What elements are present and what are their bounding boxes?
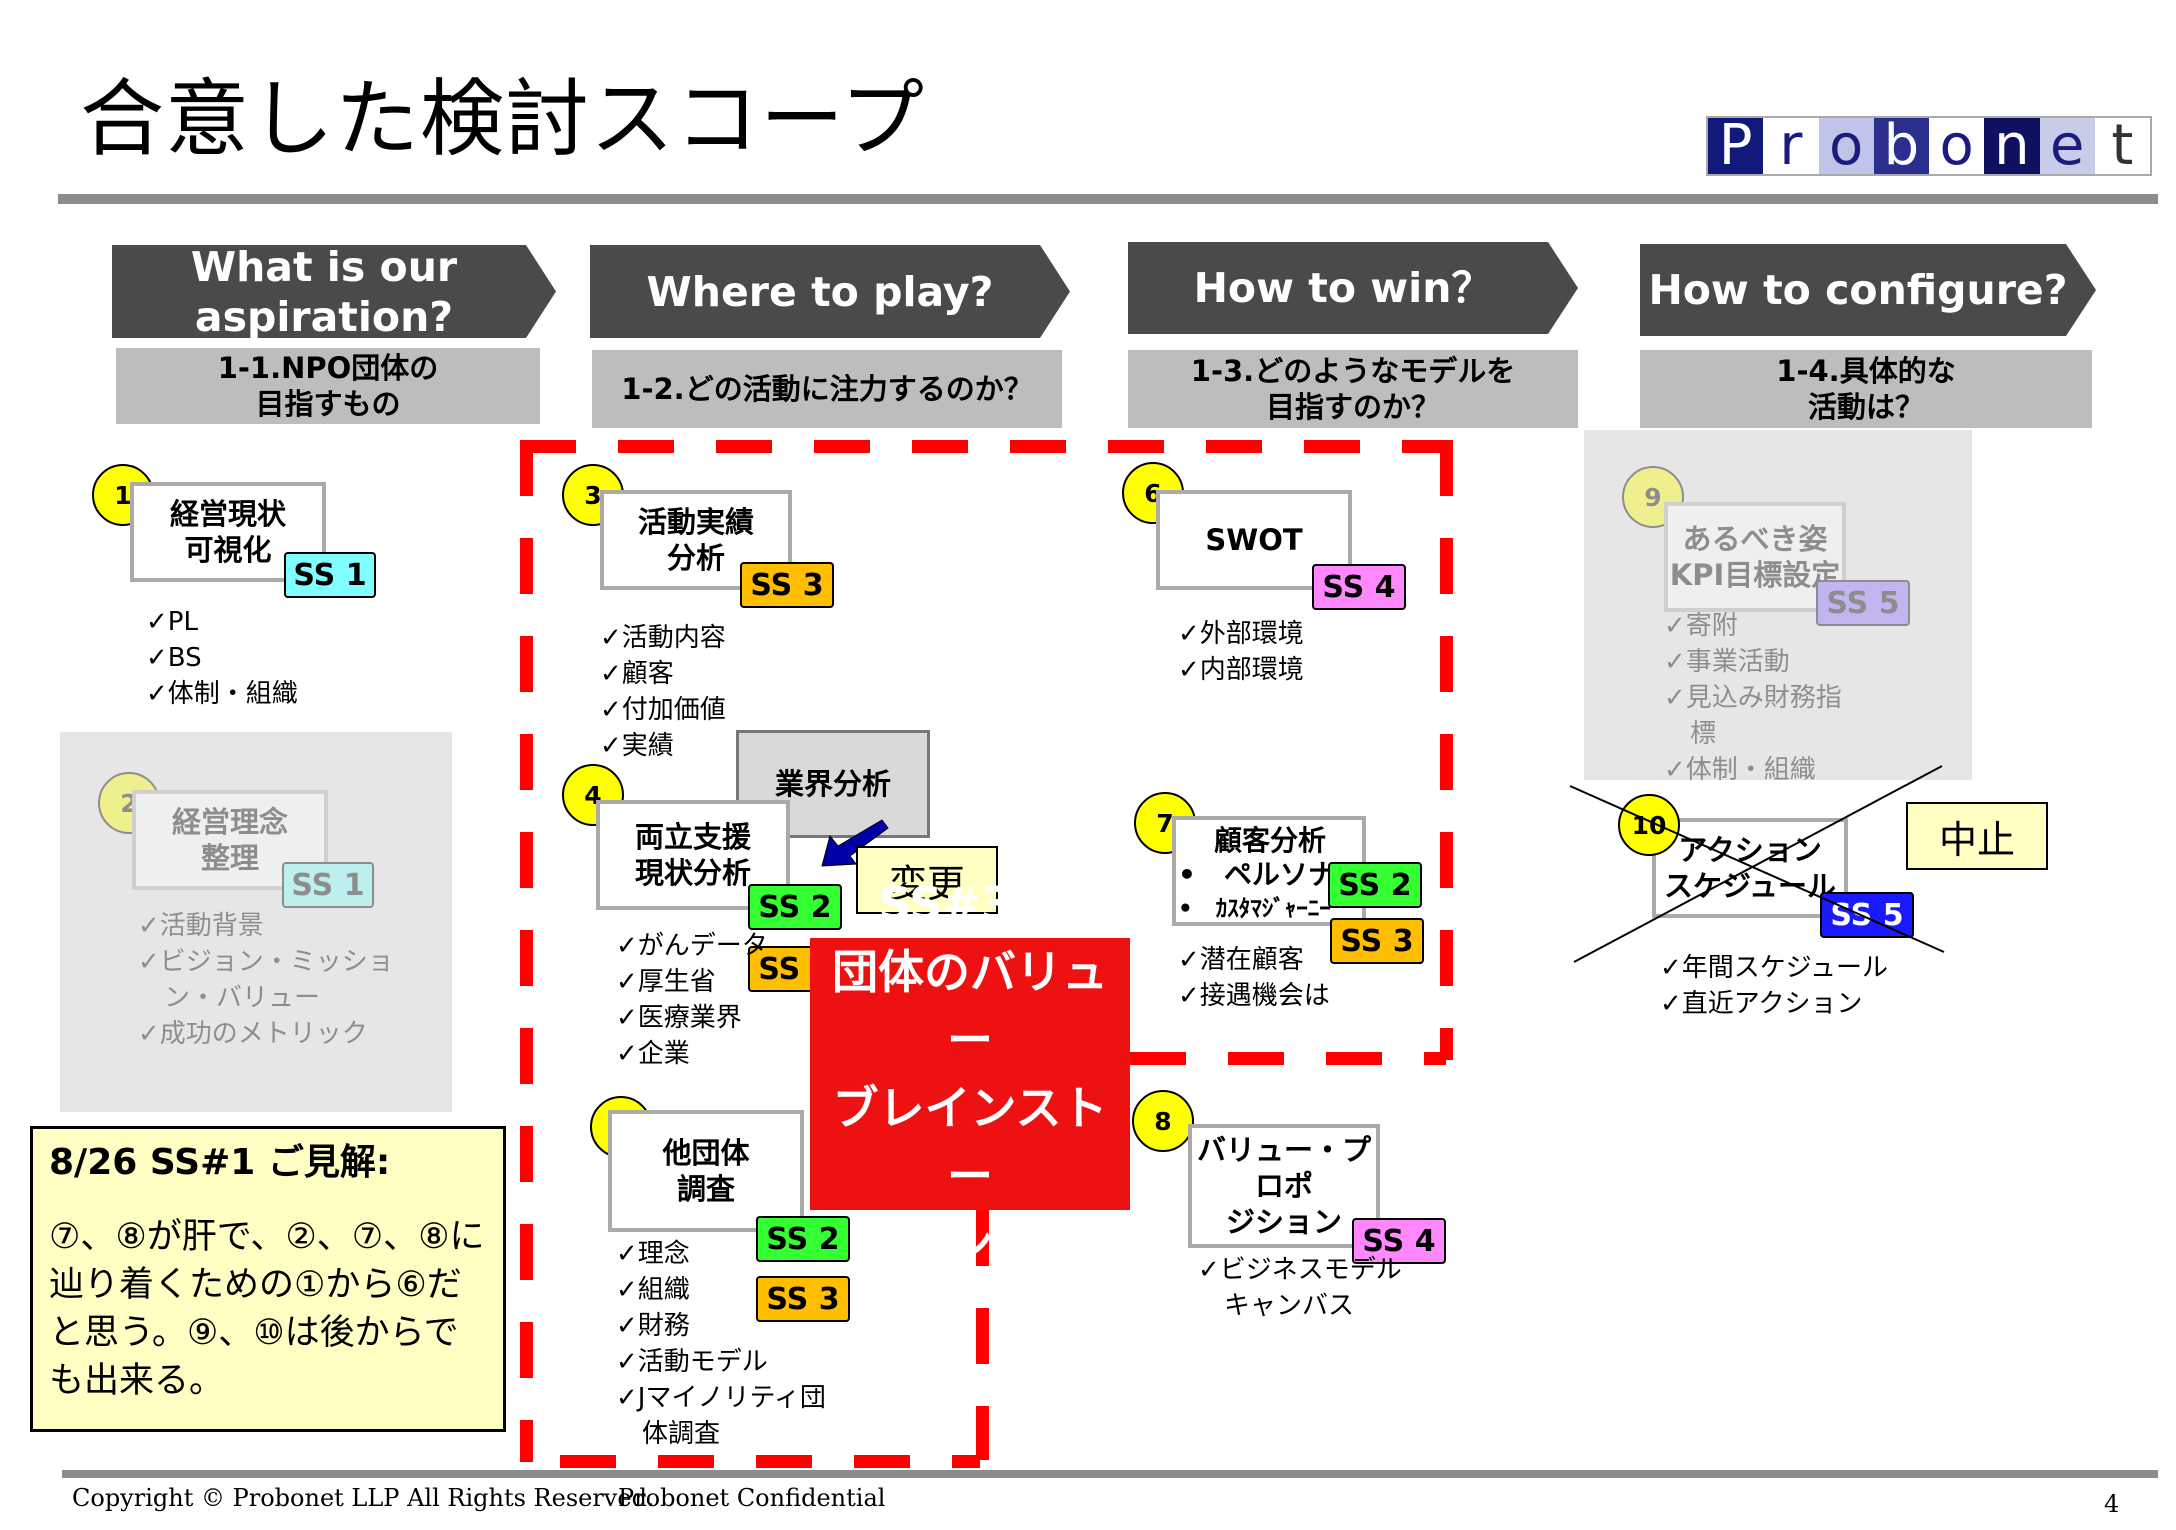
item-checklist-10: ✓年間スケジュール✓直近アクション [1660, 953, 1888, 1019]
ss-badge: SS 4 [1352, 1218, 1446, 1264]
item-checklist-1: ✓PL✓BS✓体制・組織 [146, 607, 298, 709]
item-checklist-7: ✓潜在顧客✓接遇機会は [1178, 945, 1330, 1011]
item-checklist-3: ✓活動内容✓顧客✓付加価値✓実績 [600, 623, 726, 761]
item-number-9: 9 [1622, 466, 1684, 528]
ss-badge: SS 2 [748, 884, 842, 930]
column-header-configure: How to configure? [1640, 244, 2096, 336]
item-checklist-2: ✓活動背景✓ビジョン・ミッショ ン・バリュー✓成功のメトリック [138, 911, 394, 1049]
bottom-rule [62, 1470, 2158, 1478]
change-label: 変更 [856, 846, 998, 914]
logo-letter: t [2094, 118, 2150, 174]
scope-dashed-border [1130, 1052, 1446, 1065]
logo-letter: r [1763, 118, 1819, 174]
item-number-8: 8 [1132, 1090, 1194, 1152]
ss-badge: SS 3 [740, 562, 834, 608]
change-arrow-icon [821, 819, 889, 867]
ss-badge: SS 5 [1816, 580, 1910, 626]
item-box-8: バリュー・プロポジション [1188, 1124, 1380, 1248]
ss-badge: SS 4 [1312, 564, 1406, 610]
column-subheader: 1-1.NPO団体の目指すもの [116, 348, 540, 424]
logo-letter: n [1984, 118, 2040, 174]
scope-dashed-border [976, 1210, 989, 1460]
footer-copyright: Copyright © Probonet LLP All Rights Rese… [72, 1484, 655, 1512]
item-box-1: 経営現状可視化 [130, 482, 326, 582]
item-box-7: 顧客分析 • ペルソナ • ｶｽﾀﾏｼﾞｬｰﾆｰ [1172, 816, 1366, 926]
item-number-2: 2 [98, 772, 160, 834]
column-subheader: 1-4.具体的な活動は？ [1640, 350, 2092, 428]
meeting-note: 8/26 SS#1 ご見解: ⑦、⑧が肝で、②、⑦、⑧に辿り着くための①から⑥だ… [30, 1126, 506, 1432]
item-group-2: 2 経営理念整理 SS 1 ✓活動背景✓ビジョン・ミッショ ン・バリュー✓成功の… [60, 732, 452, 1112]
item-checklist-9: ✓寄附✓事業活動✓見込み財務指 標✓体制・組織 [1664, 611, 1842, 785]
column-subheader: 1-3.どのようなモデルを目指すのか？ [1128, 350, 1578, 428]
meeting-note-body: ⑦、⑧が肝で、②、⑦、⑧に辿り着くための①から⑥だと思う。⑨、⑩は後からでも出来… [49, 1217, 485, 1401]
page-title: 合意した検討スコープ [80, 70, 925, 168]
ss-badge: SS 2 [1328, 862, 1422, 908]
item-checklist-8: ✓ビジネスモデル キャンバス [1198, 1255, 1402, 1321]
probonet-logo: P r o b o n e t [1706, 116, 2152, 176]
ss-badge: SS 3 [1330, 918, 1424, 964]
ss-badge: SS 2 [756, 1216, 850, 1262]
item-checklist-5: ✓理念✓組織✓財務✓活動モデル✓Jマイノリティ団 体調査 [616, 1239, 826, 1449]
logo-letter: o [1929, 118, 1985, 174]
cancel-cross-icon [1569, 765, 1945, 963]
ss-badge: SS 3 [756, 1276, 850, 1322]
footer-confidential: Probonet Confidential [618, 1484, 886, 1512]
logo-letter: b [1873, 118, 1929, 174]
item-box-2: 経営理念整理 [132, 790, 328, 890]
item-checklist-6: ✓外部環境✓内部環境 [1178, 619, 1304, 685]
scope-dashed-border [520, 440, 533, 1462]
scope-dashed-border [1440, 440, 1453, 1060]
item-box-5: 他団体調査 [608, 1110, 804, 1232]
item-box-3: 活動実績分析 [600, 490, 792, 590]
logo-letter: P [1708, 118, 1764, 174]
top-rule [58, 194, 2158, 204]
column-header-how-win: How to win？ [1128, 242, 1578, 334]
scope-dashed-border [560, 1455, 980, 1468]
scope-dashed-border [520, 440, 1446, 453]
item-checklist-4: ✓がんデータ✓厚生省✓医療業界✓企業 [616, 931, 768, 1069]
meeting-note-heading: 8/26 SS#1 ご見解: [49, 1142, 391, 1183]
page-number: 4 [2104, 1490, 2120, 1518]
ss-badge: SS 1 [282, 862, 374, 908]
column-subheader: 1-2.どの活動に注力するのか？ [592, 350, 1062, 428]
ss-badge: SS 1 [284, 552, 376, 598]
ss-badge: SS 5 [1820, 892, 1914, 938]
logo-letter: o [1818, 118, 1874, 174]
stop-label: 中止 [1906, 802, 2048, 870]
column-header-where: Where to play? [590, 245, 1070, 338]
logo-letter: e [2039, 118, 2095, 174]
